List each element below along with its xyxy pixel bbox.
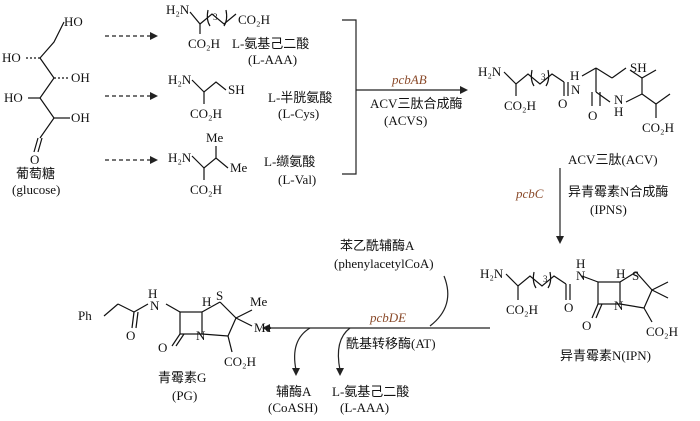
ipn-n2: N — [614, 298, 624, 313]
val-h2n: H₂N — [168, 150, 192, 165]
arrowhead-icon — [262, 324, 270, 332]
ipn-o2: O — [582, 318, 591, 333]
cys-abbr: (L-Cys) — [278, 106, 319, 121]
pg-me: Me — [250, 294, 268, 309]
cys-structure — [191, 79, 227, 104]
pg-n2: N — [196, 328, 206, 343]
ipn-o: O — [564, 300, 573, 315]
arrowhead-icon — [150, 32, 158, 40]
acv-sh: SH — [630, 60, 647, 75]
acv-co2h: CO₂H — [504, 98, 536, 113]
acv-h2n: H₂N — [478, 64, 502, 79]
pg-n: N — [150, 298, 160, 313]
val-structure — [191, 146, 229, 180]
glucose-name: 葡萄糖 — [16, 166, 55, 181]
ipn-structure — [505, 271, 669, 323]
acv-o: O — [558, 96, 567, 111]
val-name: L-缬氨酸 — [264, 154, 315, 169]
val-co2h: CO₂H — [190, 182, 222, 197]
val-me2: Me — [230, 160, 248, 175]
cys-sh: SH — [228, 82, 245, 97]
coa-abbr: (CoASH) — [268, 400, 318, 415]
substrate-bracket — [342, 19, 357, 175]
pg-h: H — [148, 286, 157, 301]
arrowhead-icon — [292, 368, 300, 376]
arrowhead-icon — [336, 368, 344, 376]
aaa-h2n: H₂N — [166, 2, 190, 17]
acv-n2: N — [614, 92, 624, 107]
acv-h: H — [570, 68, 579, 83]
aaa-output-arrow — [337, 327, 351, 371]
aaa-structure — [189, 9, 237, 34]
coa-output-arrow — [294, 327, 311, 371]
val-me: Me — [206, 130, 224, 145]
arrowhead-icon — [150, 92, 158, 100]
glucose-ho-left2: HO — [4, 90, 23, 105]
arrowhead-icon — [460, 86, 468, 94]
pg-ph: Ph — [78, 308, 92, 323]
glucose-ho-top: HO — [64, 14, 83, 29]
acv-h2: H — [614, 104, 623, 119]
acv-subscript: 3 — [541, 72, 546, 82]
ipn-co2h2: CO₂H — [646, 324, 678, 339]
ipn-h2n: H₂N — [480, 266, 504, 281]
glucose-ho-left: HO — [2, 50, 21, 65]
aaa-abbr: (L-AAA) — [248, 52, 297, 67]
phenylacetyl-name: 苯乙酰辅酶A — [340, 238, 415, 253]
acvs-name: ACV三肽合成酶 — [370, 96, 462, 111]
ipns-name: 异青霉素N合成酶 — [568, 184, 668, 199]
arrowhead-icon — [150, 156, 158, 164]
cys-co2h: CO₂H — [190, 106, 222, 121]
aaa-co2h-side: CO₂H — [238, 12, 270, 27]
acv-structure — [503, 67, 671, 118]
ipn-name: 异青霉素N(IPN) — [560, 348, 651, 363]
ipns-gene: pcbC — [515, 186, 544, 201]
aaa-out-name: L-氨基己二酸 — [332, 384, 409, 399]
pg-structure — [103, 301, 253, 353]
aaa-out-abbr: (L-AAA) — [340, 400, 389, 415]
aaa-subscript: 3 — [213, 12, 218, 22]
pg-abbr: (PG) — [172, 388, 197, 403]
ipn-s: S — [632, 268, 639, 283]
ipn-n: N — [576, 268, 586, 283]
glucose-abbr: (glucose) — [12, 182, 60, 197]
pg-s: S — [216, 288, 223, 303]
pg-h2: H — [202, 294, 211, 309]
acvs-gene: pcbAB — [391, 72, 427, 87]
pg-o: O — [158, 340, 167, 355]
acvs-abbr: (ACVS) — [384, 113, 427, 128]
acv-n: N — [571, 82, 581, 97]
ipn-h: H — [576, 256, 585, 271]
cys-name: L-半胱氨酸 — [268, 90, 332, 105]
pg-co2h: CO₂H — [224, 354, 256, 369]
phenylacetyl-abbr: (phenylacetylCoA) — [334, 256, 434, 271]
val-abbr: (L-Val) — [278, 172, 316, 187]
ipn-subscript: 3 — [543, 274, 548, 284]
coa-name: 辅酶A — [276, 384, 312, 399]
aaa-co2h: CO₂H — [188, 36, 220, 51]
pg-name: 青霉素G — [158, 370, 206, 385]
pg-o2: O — [126, 328, 135, 343]
pg-me2: Me — [254, 320, 272, 335]
ipns-abbr: (IPNS) — [590, 202, 627, 217]
ipn-co2h: CO₂H — [506, 302, 538, 317]
cys-h2n: H₂N — [168, 72, 192, 87]
glucose-oh-right2: OH — [71, 110, 90, 125]
glucose-o-aldehyde: O — [30, 152, 39, 167]
arrowhead-icon — [556, 236, 564, 244]
acv-name: ACV三肽(ACV) — [568, 152, 658, 167]
phenylacetyl-input-arrow — [429, 275, 449, 327]
ipn-h2: H — [616, 266, 625, 281]
acv-co2h2: CO₂H — [642, 120, 674, 135]
acv-o2: O — [588, 108, 597, 123]
glucose-oh-right: OH — [71, 70, 90, 85]
aaa-name: L-氨基己二酸 — [232, 36, 309, 51]
at-gene: pcbDE — [369, 310, 406, 325]
glucose-structure — [26, 21, 70, 153]
at-name: 酰基转移酶(AT) — [346, 336, 436, 351]
